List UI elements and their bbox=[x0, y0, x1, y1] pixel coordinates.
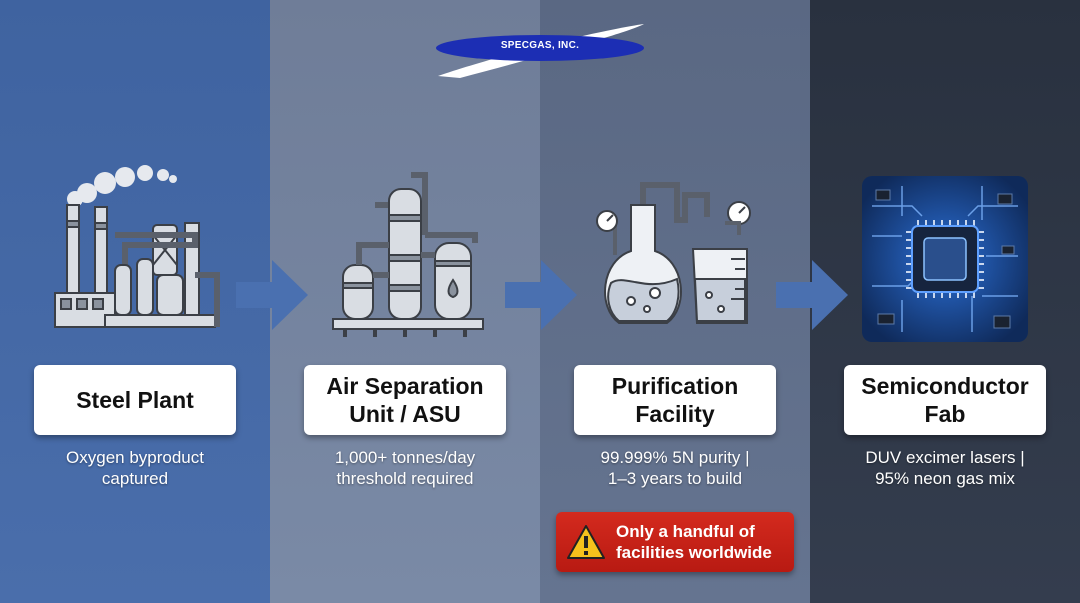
stage-title-line: Fab bbox=[924, 401, 966, 427]
warning-text-line: Only a handful of bbox=[616, 522, 755, 541]
stage-description-line: 1,000+ tonnes/day bbox=[334, 448, 476, 467]
warning-triangle-icon bbox=[567, 525, 605, 559]
flow-arrow-icon bbox=[236, 260, 308, 330]
air-separation-unit-icon bbox=[315, 165, 495, 345]
stage-title-purification-facility: Purification Facility bbox=[574, 365, 776, 435]
stage-panel-steel-plant bbox=[0, 0, 270, 603]
stage-description-line: DUV excimer lasers | bbox=[865, 448, 1025, 467]
stage-title-line: Purification bbox=[611, 373, 739, 399]
stage-title-line: Air Separation bbox=[326, 373, 484, 399]
stage-description-line: 1–3 years to build bbox=[607, 469, 743, 488]
logo-text: SPECGAS, INC. bbox=[500, 40, 580, 51]
stage-description-line: 99.999% 5N purity | bbox=[600, 448, 750, 467]
flow-arrow-icon bbox=[505, 260, 577, 330]
warning-text-line: facilities worldwide bbox=[616, 543, 772, 562]
stage-title-line: Facility bbox=[635, 401, 715, 427]
stage-title-line: Semiconductor bbox=[861, 373, 1029, 399]
stage-title-semiconductor-fab: Semiconductor Fab bbox=[844, 365, 1046, 435]
stage-description-line: threshold required bbox=[336, 469, 474, 488]
steel-plant-icon bbox=[45, 165, 225, 345]
warning-badge: Only a handful of facilities worldwide bbox=[556, 512, 794, 572]
flow-arrow-icon bbox=[776, 260, 848, 330]
stage-description-line: 95% neon gas mix bbox=[875, 469, 1015, 488]
stage-description-line: captured bbox=[101, 469, 169, 488]
stage-description-semiconductor-fab: DUV excimer lasers | 95% neon gas mix bbox=[835, 447, 1055, 489]
stage-title-air-separation-unit: Air Separation Unit / ASU bbox=[304, 365, 506, 435]
microchip-icon bbox=[862, 176, 1028, 342]
stage-description-purification-facility: 99.999% 5N purity | 1–3 years to build bbox=[565, 447, 785, 489]
stage-description-air-separation-unit: 1,000+ tonnes/day threshold required bbox=[295, 447, 515, 489]
purification-flask-icon bbox=[585, 165, 765, 345]
stage-title-line: Unit / ASU bbox=[349, 401, 461, 427]
stage-title-steel-plant: Steel Plant bbox=[34, 365, 236, 435]
stage-title-line: Steel Plant bbox=[76, 387, 194, 413]
logo-swoosh bbox=[436, 24, 644, 78]
company-logo: SPECGAS, INC. bbox=[430, 18, 650, 82]
warning-text: Only a handful of facilities worldwide bbox=[616, 521, 772, 563]
stage-description-line: Oxygen byproduct bbox=[66, 448, 204, 467]
stage-description-steel-plant: Oxygen byproduct captured bbox=[25, 447, 245, 489]
